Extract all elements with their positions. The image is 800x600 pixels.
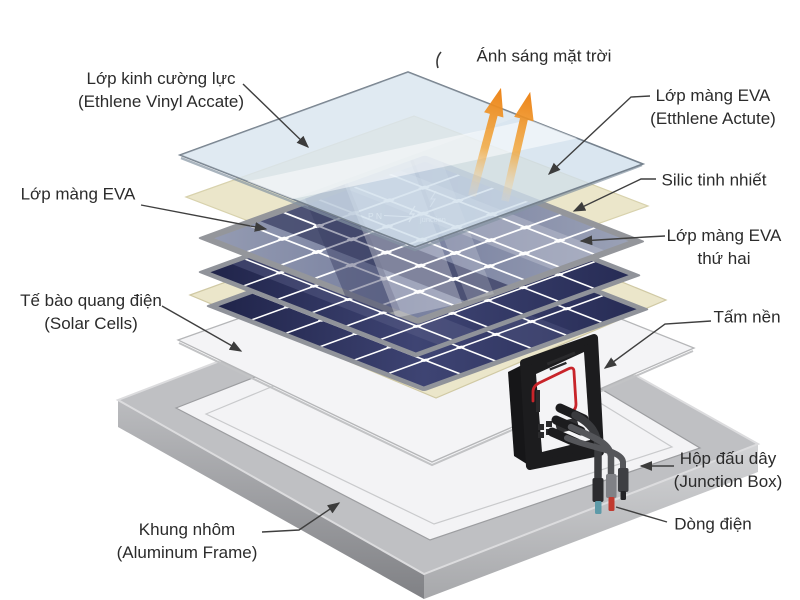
connector-2-tip — [608, 497, 615, 511]
label-eva-left-text: Lớp màng EVA — [20, 184, 136, 204]
label-tempered-glass: Lớp kinh cường lực (Ethlene Vinyl Accate… — [78, 67, 244, 113]
leader-eva-second — [579, 235, 666, 246]
leader-lines — [140, 83, 712, 533]
label-eva-top-line2: (Etthlene Actute) — [650, 109, 776, 128]
label-sunlight: Ánh sáng mặt trời — [477, 45, 612, 68]
label-eva-top-line1: Lớp màng EVA — [655, 86, 771, 105]
leader-tempered-glass — [242, 83, 310, 148]
label-eva-second-line2: thứ hai — [697, 249, 751, 268]
label-junction-box: Hộp đấu dây (Junction Box) — [674, 447, 783, 493]
sun-arrow-icon — [501, 91, 534, 202]
leader-frame — [261, 502, 341, 533]
frame-side-right — [424, 444, 758, 599]
label-silicon-text: Silic tinh nhiết — [661, 170, 767, 190]
leader-solar-cells — [161, 305, 243, 352]
panel-cell-graphic — [448, 311, 457, 315]
cables — [564, 411, 629, 514]
red-wire — [531, 366, 578, 414]
leader-backsheet — [603, 320, 712, 369]
label-sunlight-text: Ánh sáng mặt trời — [476, 46, 612, 66]
panel-cell-graphic — [448, 276, 460, 282]
label-tempered-glass-line1: Lớp kinh cường lực — [86, 69, 236, 88]
connector-3 — [618, 468, 629, 492]
panel-cell-graphic — [483, 264, 495, 269]
label-eva-top: Lớp màng EVA (Etthlene Actute) — [650, 84, 776, 130]
panel-cell-graphic — [527, 319, 536, 324]
connector-3-tip — [620, 491, 626, 500]
panel-cell-graphic — [456, 345, 465, 349]
panel-cell-graphic — [518, 251, 530, 256]
panel-cell-graphic — [491, 332, 501, 337]
label-solar-cells-line1: Tế bào quang điện — [20, 291, 162, 310]
panel-cell-graphic — [562, 307, 572, 311]
leader-eva-left — [140, 204, 268, 232]
label-solar-cells-line2: (Solar Cells) — [44, 314, 138, 333]
panel-cell-graphic — [412, 324, 422, 328]
junction-box — [508, 334, 629, 514]
label-silicon: Silic tinh nhiết — [662, 169, 767, 192]
panel-cell-graphic — [277, 236, 289, 241]
leader-eva-top — [547, 95, 651, 175]
connector-2 — [606, 474, 617, 498]
panel-cell-graphic — [378, 311, 388, 315]
panel-cell-graphic — [312, 223, 324, 229]
label-eva-second: Lớp màng EVA thứ hai — [667, 224, 782, 270]
panel-cell-graphic — [520, 225, 532, 230]
panel-cell-graphic — [346, 237, 358, 242]
panel-cell-graphic — [554, 238, 565, 243]
label-eva-second-line1: Lớp màng EVA — [666, 226, 782, 245]
sun-arrow-icon — [468, 87, 504, 198]
connector-1-tip — [595, 501, 602, 514]
panel-cell-graphic — [485, 238, 496, 243]
panel-cell-graphic — [554, 273, 564, 277]
label-frame-line2: (Aluminum Frame) — [116, 543, 258, 562]
label-frame-line1: Khung nhôm — [138, 520, 236, 539]
label-junction-box-line1: Hộp đấu dây — [679, 449, 777, 468]
panel-cell-graphic — [379, 276, 391, 281]
leader-current — [615, 506, 668, 523]
panel-cell-graphic — [420, 358, 430, 362]
panel-cell-graphic — [413, 289, 425, 294]
cable-3 — [564, 435, 626, 476]
panel-cell-graphic — [344, 297, 353, 302]
leader-silicon — [572, 178, 656, 212]
panel-cell-graphic — [483, 298, 493, 303]
label-current-text: Dòng điện — [674, 514, 752, 534]
label-eva-left: Lớp màng EVA — [21, 183, 136, 206]
label-backsheet: Tấm nền — [713, 306, 780, 329]
glass-layer — [177, 71, 646, 252]
panel-cell-graphic — [414, 263, 426, 268]
panel-cell-graphic — [380, 250, 392, 255]
label-solar-cells: Tế bào quang điện (Solar Cells) — [20, 289, 162, 335]
panel-cell-graphic — [275, 271, 285, 275]
panel-cell-graphic — [449, 250, 461, 256]
panel-cell-graphic — [345, 263, 357, 268]
panel-cell-graphic — [310, 284, 319, 288]
label-tempered-glass-line2: (Ethlene Vinyl Accate) — [78, 92, 244, 111]
sunlight-arrows — [436, 51, 534, 202]
cable-2 — [567, 423, 615, 482]
small-tick-mark — [436, 51, 442, 69]
label-current: Dòng điện — [674, 513, 752, 536]
label-junction-box-line2: (Junction Box) — [673, 472, 783, 491]
panel-cell-graphic — [311, 249, 323, 255]
label-backsheet-text: Tấm nền — [713, 307, 781, 327]
frame-side-left — [118, 400, 424, 599]
label-frame: Khung nhôm (Aluminum Frame) — [117, 518, 258, 564]
panel-cell-graphic — [519, 285, 528, 290]
connector-1 — [592, 478, 604, 502]
